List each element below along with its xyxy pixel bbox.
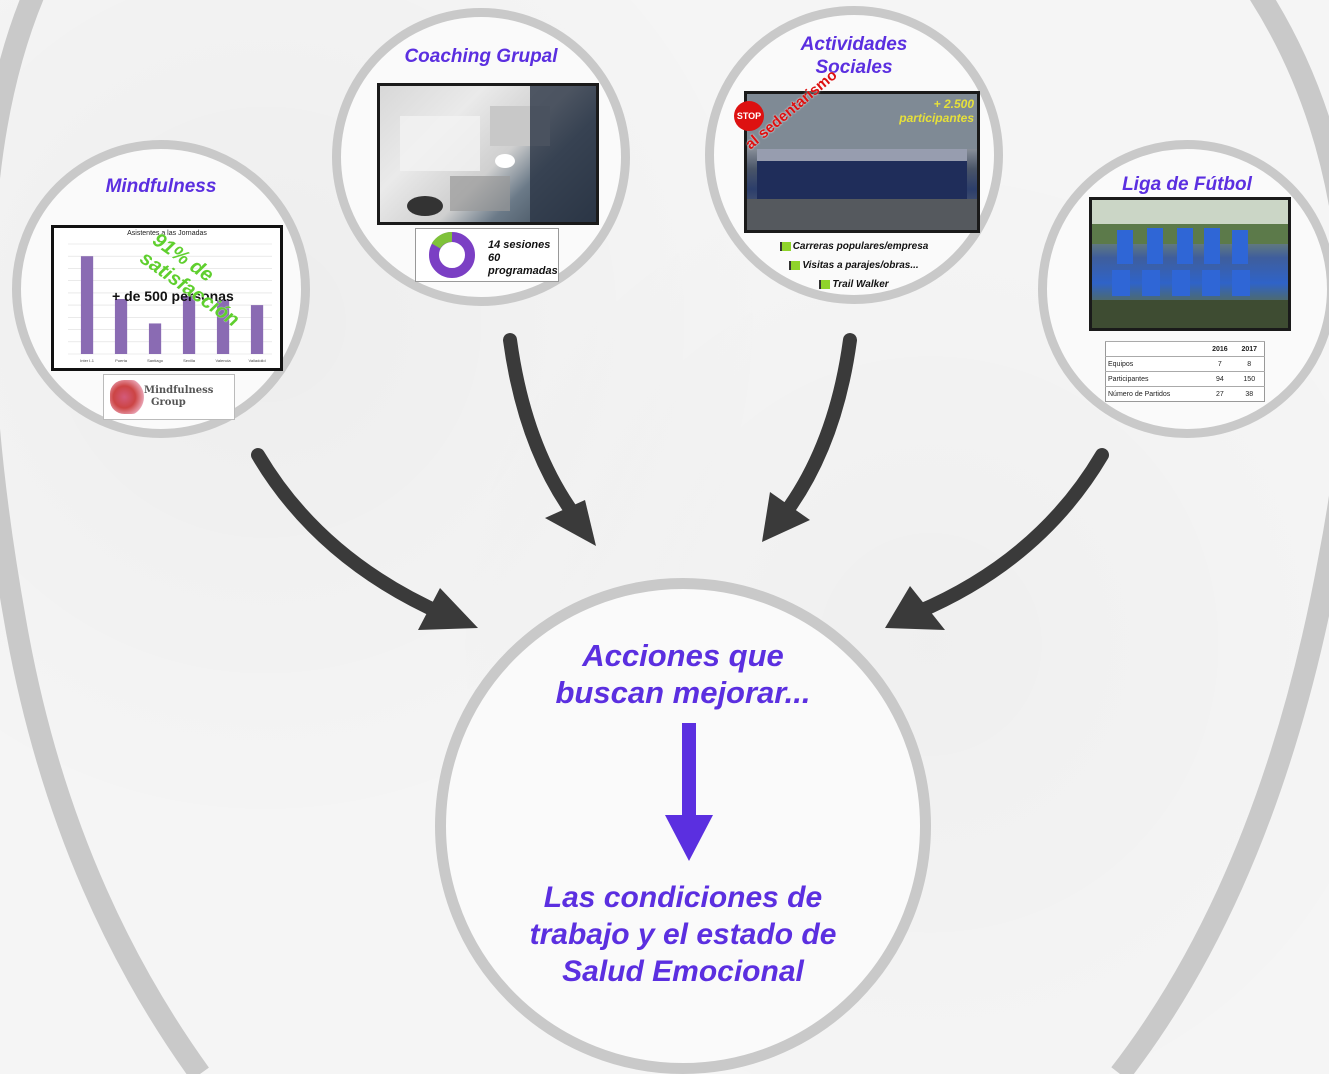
list-item: Carreras populares/empresa xyxy=(714,237,994,256)
chart-bar xyxy=(182,295,196,354)
table-header: 2017 xyxy=(1234,341,1265,357)
actividades-circle: Actividades Sociales STOP al sedentarism… xyxy=(705,6,1003,304)
outer-arc-right xyxy=(1111,0,1329,1074)
table-header: 2016 xyxy=(1205,341,1235,357)
bar-chart-svg: Inter I-1 Puerta Santiago Sevilla Valencia Va… xyxy=(68,243,272,363)
main-bottom-line3: Salud Emocional xyxy=(562,955,804,988)
chart-category-label: Santiago xyxy=(147,358,164,363)
attendance-chart: Asistentes a las Jornadas Inter I-1 Puert… xyxy=(51,225,283,371)
table-cell: 8 xyxy=(1234,356,1265,372)
table-cell: 94 xyxy=(1205,371,1235,387)
table-cell: 7 xyxy=(1205,356,1235,372)
actividades-title: Actividades Sociales xyxy=(714,33,994,79)
table-row: Número de Partidos 27 38 xyxy=(1105,386,1265,402)
liga-circle: Liga de Fútbol 2016 2017 Equipos 7 8 xyxy=(1038,140,1329,438)
arrow-head-actividades xyxy=(762,492,810,542)
arrow-actividades xyxy=(773,333,857,527)
participants-word: participantes xyxy=(899,111,974,125)
outer-arc xyxy=(0,0,209,1074)
main-bottom-text: Las condiciones de trabajo y el estado d… xyxy=(486,879,880,990)
sessions-box: 14 sesiones 60 programadas xyxy=(415,228,559,282)
activity-text: Visitas a parajes/obras... xyxy=(802,260,919,271)
arrow-head-mindfulness xyxy=(418,588,478,630)
activity-text: Trail Walker xyxy=(832,279,889,290)
table-header xyxy=(1105,341,1206,357)
activities-list: Carreras populares/empresa Visitas a par… xyxy=(714,237,994,294)
chart-bar xyxy=(148,323,162,354)
table-cell: Participantes xyxy=(1105,371,1206,387)
coaching-circle: Coaching Grupal 14 sesiones 60 programad… xyxy=(332,8,630,306)
arrow-mindfulness xyxy=(251,448,452,622)
chart-bar xyxy=(80,256,94,354)
liga-table: 2016 2017 Equipos 7 8 Participantes 94 1… xyxy=(1105,341,1265,402)
mindfulness-circle: Mindfulness Asistentes a las Jornadas In… xyxy=(12,140,310,438)
table-cell: Número de Partidos xyxy=(1105,386,1206,402)
sessions-done: 14 sesiones xyxy=(488,239,551,251)
down-arrow-icon xyxy=(665,723,713,861)
people-label: + de 500 personas xyxy=(112,288,234,304)
chart-category-label: Valladolid xyxy=(249,358,266,363)
brain-logo-icon xyxy=(110,380,146,414)
table-cell: Equipos xyxy=(1105,356,1206,372)
list-item: Visitas a parajes/obras... xyxy=(714,256,994,275)
group-photo xyxy=(744,91,980,233)
table-row: Equipos 7 8 xyxy=(1105,356,1265,372)
main-circle: Acciones que buscan mejorar... Las condi… xyxy=(435,578,931,1074)
table-cell: 38 xyxy=(1234,386,1265,402)
mindfulness-title: Mindfulness xyxy=(105,176,217,197)
logo-lettering: Mindfulness Group xyxy=(144,385,214,408)
list-item: Trail Walker xyxy=(714,275,994,294)
activity-text: Carreras populares/empresa xyxy=(792,241,929,252)
chart-category-label: Inter I-1 xyxy=(80,358,95,363)
football-team-photo xyxy=(1089,197,1291,331)
sessions-donut xyxy=(429,232,475,278)
chart-bar xyxy=(114,299,128,354)
main-top-line2: buscan mejorar... xyxy=(555,675,811,710)
participants-label: + 2.500 participantes xyxy=(866,97,974,125)
sessions-text: 14 sesiones 60 programadas xyxy=(488,239,558,278)
main-top-line1: Acciones que xyxy=(582,638,784,673)
arrow-coaching xyxy=(503,333,585,527)
table-cell: 150 xyxy=(1234,371,1265,387)
flag-icon xyxy=(779,241,791,251)
mindfulness-logo: Mindfulness Group xyxy=(103,374,235,420)
main-bottom-line2: trabajo y el estado de xyxy=(529,918,837,951)
arrow-head-liga xyxy=(885,586,945,630)
chart-title: Asistentes a las Jornadas xyxy=(127,230,207,237)
arrow-head-coaching xyxy=(545,500,596,546)
table-cell: 27 xyxy=(1205,386,1235,402)
table-header-row: 2016 2017 xyxy=(1105,341,1265,357)
chart-category-label: Sevilla xyxy=(183,358,196,363)
actividades-title-line2: Sociales xyxy=(815,57,893,78)
main-bottom-line1: Las condiciones de xyxy=(543,881,823,914)
chart-category-label: Valencia xyxy=(216,358,232,363)
flag-icon xyxy=(789,260,801,270)
stop-sign-icon: STOP xyxy=(734,101,764,131)
coaching-title: Coaching Grupal xyxy=(404,46,558,67)
table-row: Participantes 94 150 xyxy=(1105,371,1265,387)
actividades-title-line1: Actividades xyxy=(800,34,908,55)
liga-title: Liga de Fútbol xyxy=(1122,174,1252,195)
arrow-liga xyxy=(911,448,1109,619)
participants-count: + 2.500 xyxy=(933,97,974,111)
flag-icon xyxy=(819,279,831,289)
chart-category-label: Puerta xyxy=(115,358,128,363)
sessions-planned: 60 programadas xyxy=(488,252,558,277)
main-top-text: Acciones que buscan mejorar... xyxy=(446,637,920,711)
chart-bar xyxy=(250,305,264,354)
chart-bar xyxy=(216,300,230,354)
meeting-photo xyxy=(377,83,599,225)
